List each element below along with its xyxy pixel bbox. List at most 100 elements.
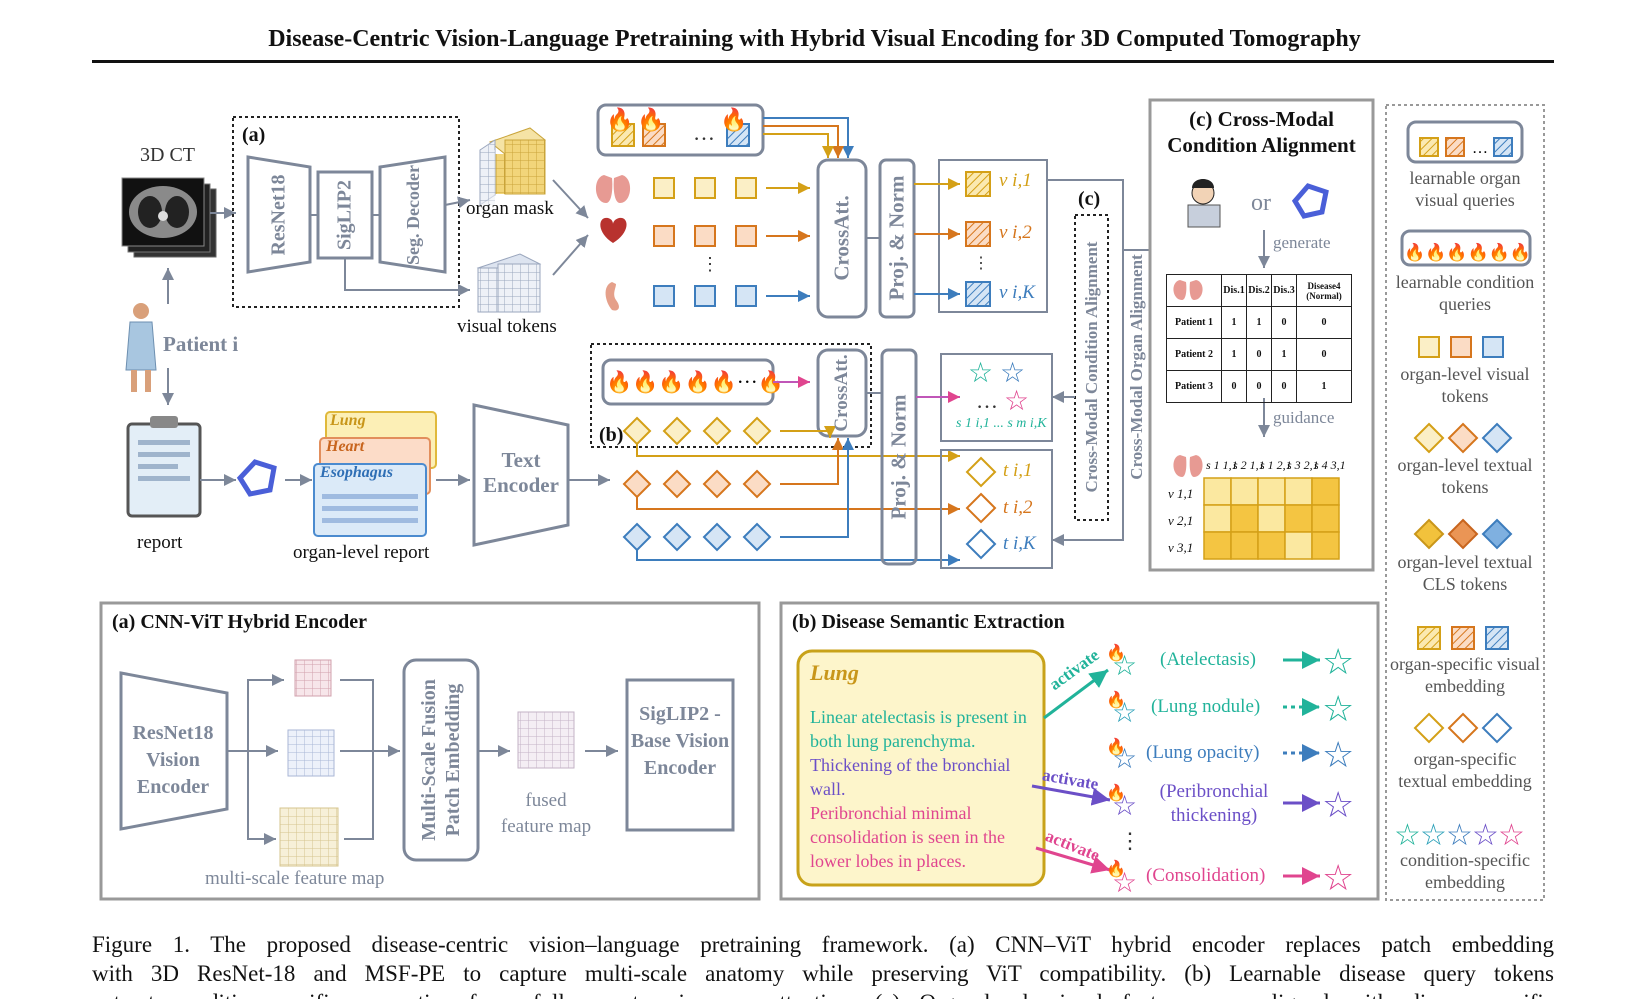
guidance-label: guidance — [1273, 408, 1335, 427]
t-label-k: t i,K — [1003, 533, 1036, 554]
v-label-2: v i,2 — [999, 222, 1032, 243]
siglip2-base-label: SigLIP2 -Base Vision Encoder — [630, 703, 730, 779]
fire-icon: 🔥 — [1106, 643, 1126, 662]
organ-report-heart: Heart — [326, 438, 365, 455]
lung-icon — [595, 175, 631, 203]
star-icon: ☆ — [1322, 858, 1354, 898]
svg-text:⋮: ⋮ — [701, 254, 719, 274]
crossatt-top-label: CrossAtt. — [829, 195, 854, 281]
report-icon — [126, 416, 202, 518]
paper-title: Disease-Centric Vision-Language Pretrain… — [268, 26, 1361, 52]
seg-decoder-block — [378, 155, 447, 274]
v-label-k: v i,K — [999, 282, 1035, 303]
siglip2-label: SigLIP2 — [333, 179, 356, 251]
star-icon: ☆ — [1112, 651, 1137, 682]
lung-report-organ: Lung — [810, 660, 859, 685]
matrix-cell — [1284, 477, 1313, 506]
star-icon: ☆ — [1446, 819, 1473, 852]
llm-logo-icon — [236, 459, 277, 497]
msf-label: Multi-Scale Fusion Patch Embedding — [418, 679, 464, 841]
matrix-cell — [1230, 477, 1259, 506]
svg-text:…: … — [976, 388, 998, 413]
resnet18-label: ResNet18 — [267, 174, 290, 256]
star-icon: ☆ — [1112, 698, 1137, 729]
star-icon: ☆ — [1322, 735, 1354, 775]
disease-query-dotted-box — [590, 343, 872, 448]
fire-icon: 🔥 — [1106, 690, 1126, 709]
msf-patch-embedding-block — [402, 658, 480, 862]
siglip2-base-vision-encoder-block — [625, 678, 735, 832]
text-encoder-block — [472, 403, 570, 547]
matrix-col-label: s 1 1,1 — [1206, 458, 1238, 472]
cross-modal-organ-label: Cross-Modal Organ Alignment — [1127, 254, 1146, 480]
svg-text:…: … — [693, 120, 715, 145]
matrix-cell — [1203, 504, 1232, 533]
visual-tokens-label: visual tokens — [457, 316, 557, 337]
star-icon: ☆ — [968, 358, 993, 389]
matrix-col-label: s 1 2,1 — [1260, 458, 1292, 472]
star-icon: ☆ — [1112, 791, 1137, 822]
svg-text:…: … — [1472, 140, 1488, 157]
report-sentence-bronchial: Thickening of the bronchial wall. — [810, 755, 1011, 799]
visual-token-rows: ⋮ — [653, 177, 810, 307]
patient-icon — [125, 303, 157, 392]
fire-icon: 🔥 — [1106, 783, 1126, 802]
fused-feature-map-label: fused feature map — [500, 790, 592, 837]
star-icon: ☆ — [1322, 642, 1354, 682]
proj-norm-bottom-label: Proj. & Norm — [886, 394, 911, 520]
hybrid-encoder-dotted-box — [232, 116, 460, 308]
proj-norm-top-label: Proj. & Norm — [884, 175, 909, 301]
star-icon: ☆ — [1322, 785, 1354, 825]
patient-label: Patient i — [163, 332, 239, 356]
figure-label: Figure 1. — [92, 932, 190, 957]
resnet18-vision-encoder-label: ResNet18 Vision Encoder — [132, 722, 214, 798]
matrix-col-label: s 3 2,1 — [1287, 458, 1319, 472]
star-icon: ☆ — [1000, 358, 1025, 389]
visual-embedding-box — [938, 159, 1048, 313]
table-header: Dis.2 — [1246, 274, 1272, 307]
condition-queries-legend-icon: 🔥🔥🔥🔥🔥🔥 — [1404, 242, 1531, 262]
star-icon: ☆ — [1112, 744, 1137, 775]
feature-cube-medium — [287, 729, 335, 777]
ct-label: 3D CT — [140, 144, 195, 166]
panel-c-title: (c) Cross-Modal Condition Alignment — [1167, 107, 1356, 157]
llm-logo-icon — [1291, 183, 1329, 219]
panel-a — [99, 601, 761, 901]
legend-cls-tokens: organ-level textual CLS tokens — [1397, 552, 1533, 594]
table-header: Dis.3 — [1271, 274, 1297, 307]
s-label: s 1 i,1 ... s m i,K — [956, 416, 1047, 431]
legend-textual-tokens: organ-level textual tokens — [1397, 455, 1533, 497]
matrix-row-label: v 1,1 — [1168, 486, 1194, 501]
legend-condition-embedding: condition-specific embedding — [1400, 850, 1530, 892]
condition-atelectasis: (Atelectasis) — [1160, 649, 1257, 670]
table-row: Patient 3 0 0 0 1 — [1166, 370, 1352, 403]
caption-line-3: extract condition-specific semantics fro… — [92, 990, 1554, 999]
star-icon: ☆ — [1420, 819, 1447, 852]
doctor-icon — [1187, 179, 1221, 228]
matrix-cell — [1257, 504, 1286, 533]
matrix-cell — [1203, 531, 1232, 560]
star-icon: ☆ — [1322, 689, 1354, 729]
v-label-1: v i,1 — [999, 170, 1032, 191]
textual-token-rows — [622, 416, 772, 552]
caption-line-1: Figure 1. The proposed disease-centric v… — [92, 932, 1554, 957]
star-icon: ☆ — [1498, 819, 1525, 852]
star-icon: ☆ — [1394, 819, 1421, 852]
condition-peribronchial-thickening: (Peribronchial thickening) — [1159, 781, 1269, 826]
condition-queries-fire-icons: 🔥🔥🔥🔥🔥···🔥 — [606, 369, 784, 394]
organ-level-report-label: organ-level report — [293, 542, 430, 563]
star-icon: ☆ — [1112, 868, 1137, 899]
legend-textual-embedding: organ-specific textual embedding — [1398, 749, 1532, 791]
marker-c: (c) — [1078, 188, 1101, 210]
fused-feature-cube — [517, 711, 575, 769]
legend-box — [1385, 104, 1545, 901]
organ-report-lung: Lung — [330, 412, 366, 429]
generate-label: generate — [1273, 233, 1331, 252]
matrix-row-label: v 2,1 — [1168, 513, 1194, 528]
table-header: Dis.1 — [1221, 274, 1247, 307]
matrix-cell — [1311, 504, 1340, 533]
lung-report-card — [796, 649, 1046, 887]
condition-lung-nodule: (Lung nodule) — [1151, 696, 1261, 717]
resnet18-block — [246, 155, 312, 274]
alignment-matrix — [1203, 477, 1340, 560]
